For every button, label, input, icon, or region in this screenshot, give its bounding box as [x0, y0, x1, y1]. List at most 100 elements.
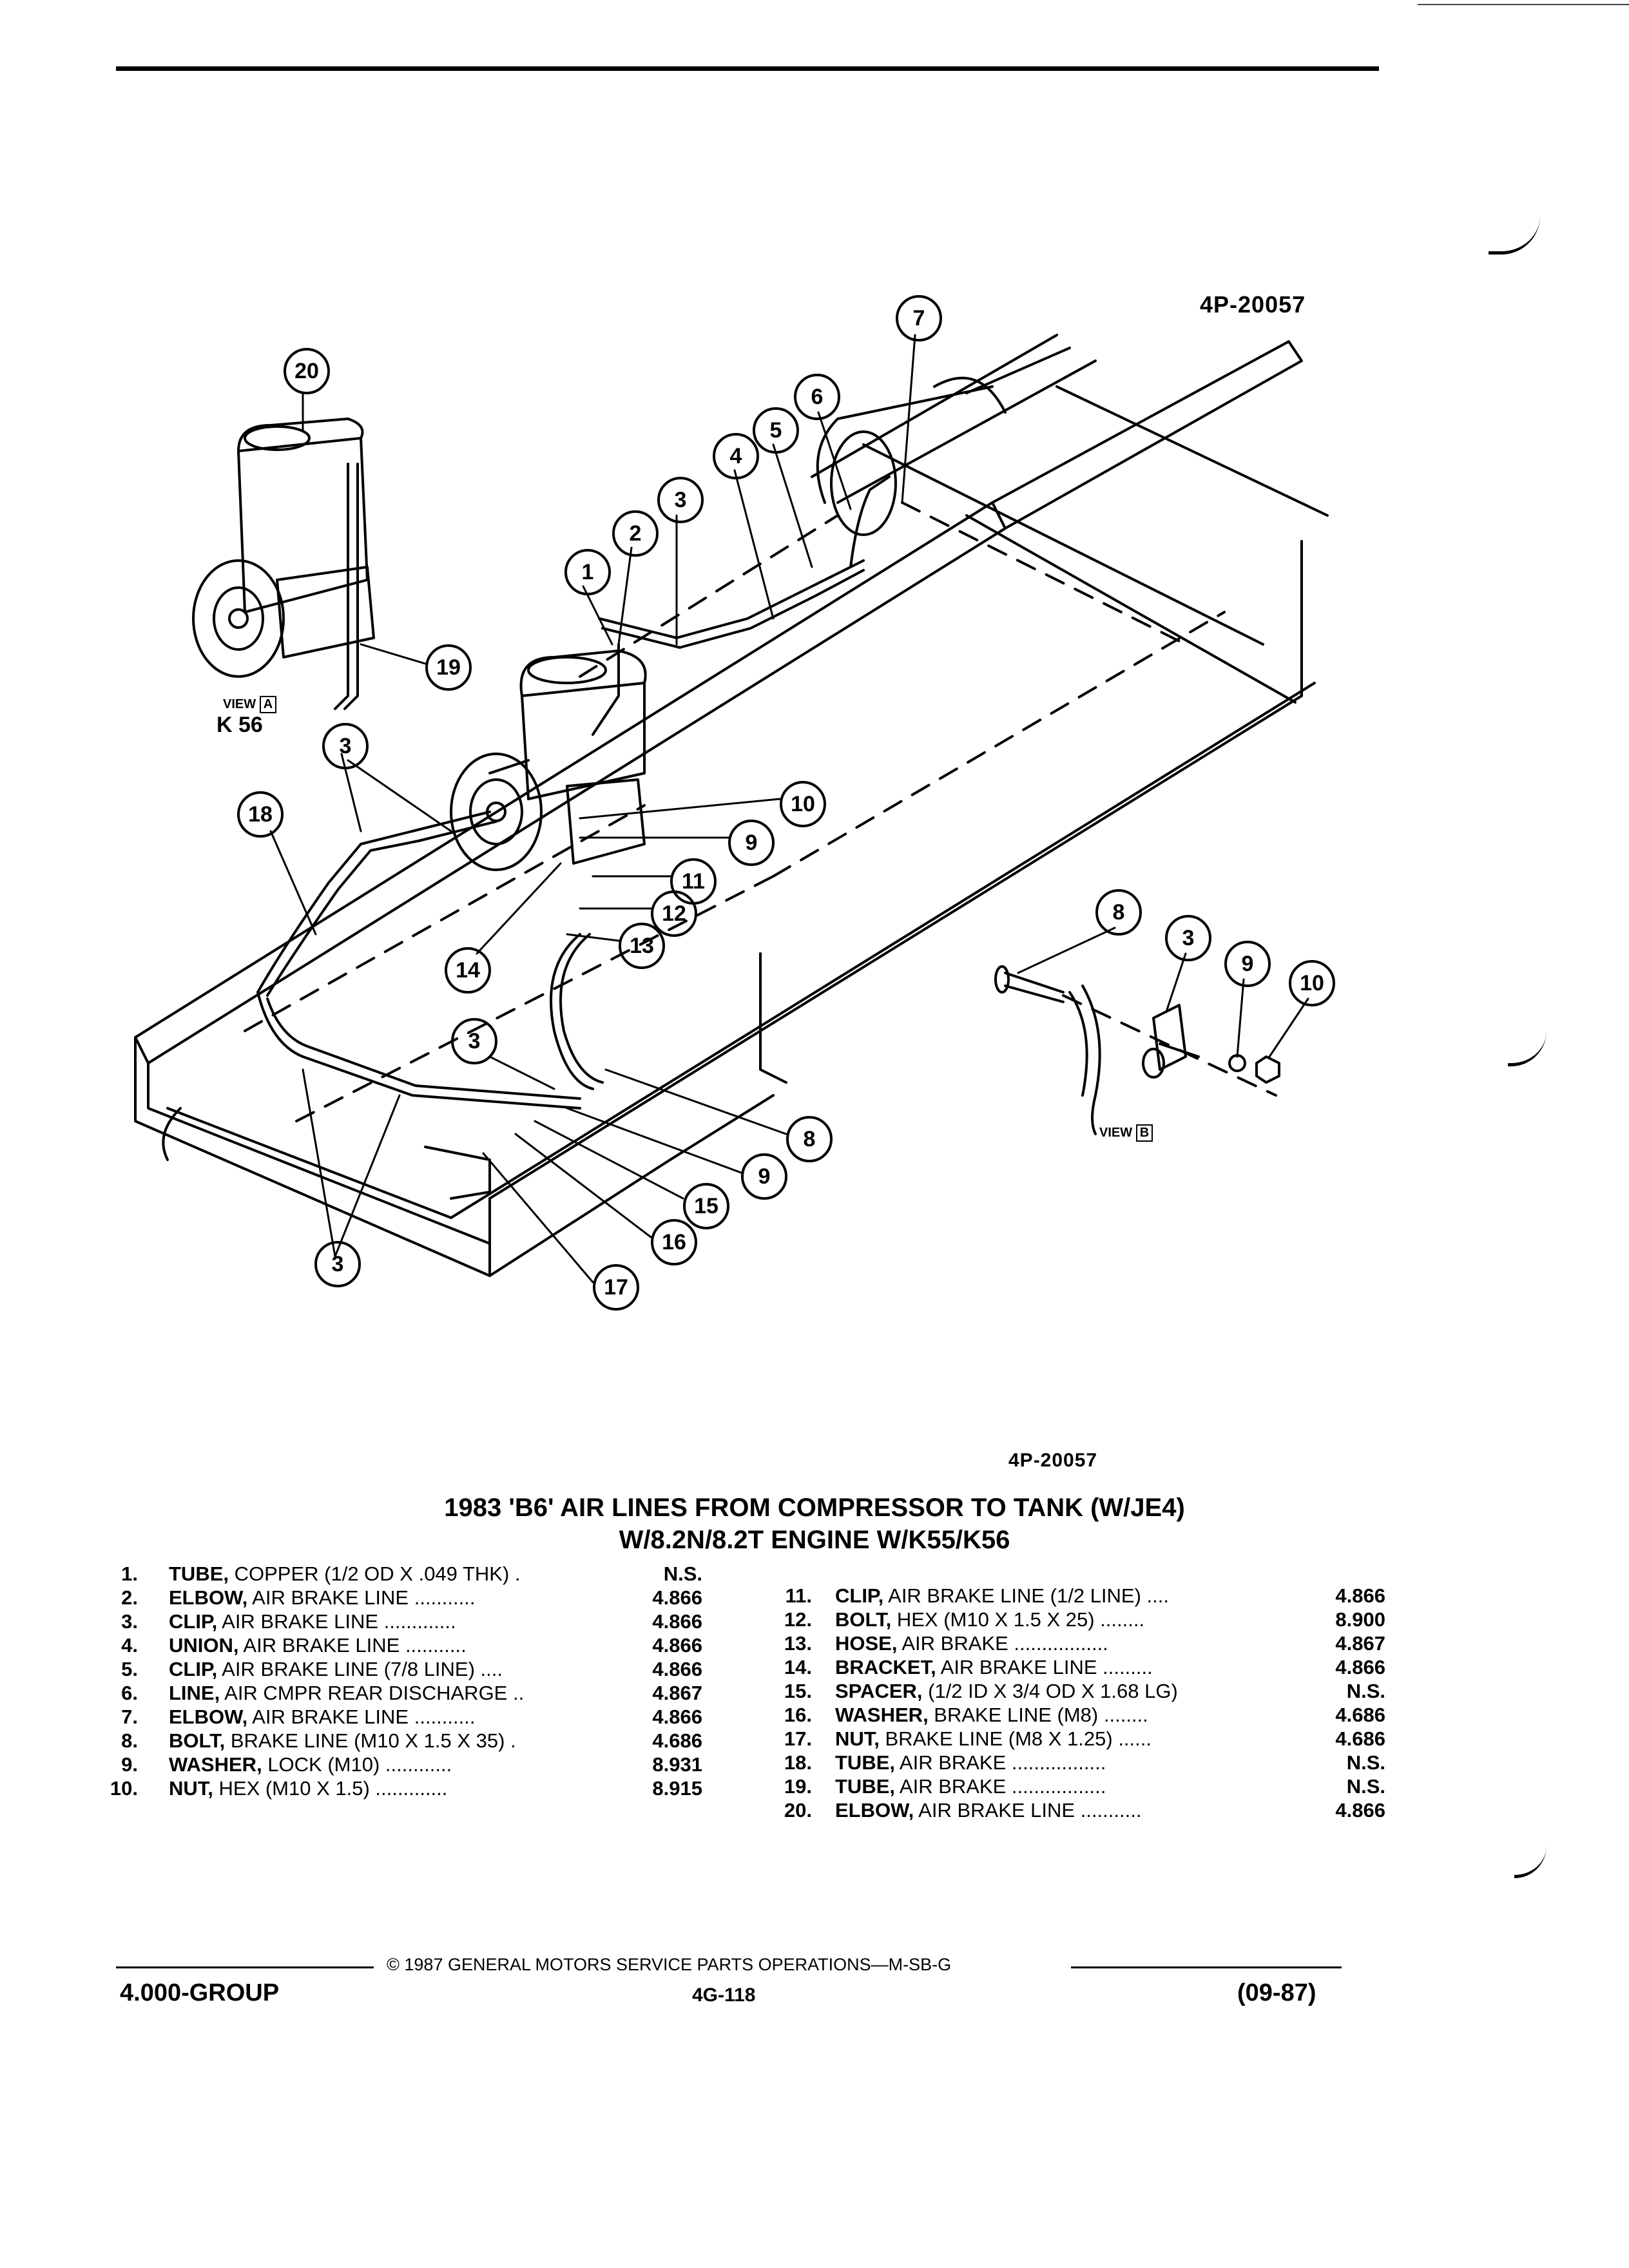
leader-dots: ...........	[409, 1586, 476, 1609]
part-name: BOLT,	[169, 1729, 226, 1752]
part-name: ELBOW,	[169, 1706, 248, 1728]
parts-row: 6.LINE, AIR CMPR REAR DISCHARGE ..4.867	[0, 1681, 722, 1705]
part-name: WASHER,	[169, 1753, 262, 1776]
part-name: TUBE,	[169, 1562, 229, 1585]
part-number: 11.	[785, 1584, 812, 1607]
view-b-label: VIEW B	[1099, 1124, 1153, 1142]
part-desc: AIR BRAKE LINE	[217, 1610, 379, 1633]
catalog-number: 4.866	[1335, 1799, 1385, 1821]
part-name: LINE,	[169, 1682, 220, 1704]
callout-number: 4	[729, 443, 742, 468]
part-description: HOSE, AIR BRAKE .................	[835, 1631, 1108, 1655]
part-description: BOLT, HEX (M10 X 1.5 X 25) ........	[835, 1608, 1144, 1631]
part-description: ELBOW, AIR BRAKE LINE ...........	[169, 1705, 475, 1729]
callout-number: 13	[630, 933, 654, 958]
part-description: NUT, BRAKE LINE (M8 X 1.25) ......	[835, 1727, 1152, 1751]
view-a-text: VIEW	[223, 697, 256, 711]
callout-number: 3	[339, 733, 352, 758]
catalog-number: 8.900	[1335, 1608, 1385, 1631]
part-description: ELBOW, AIR BRAKE LINE ...........	[835, 1798, 1141, 1822]
callout: 12	[651, 890, 697, 937]
catalog-number: N.S.	[1346, 1680, 1385, 1702]
parts-row: 7.ELBOW, AIR BRAKE LINE ...........4.866	[0, 1705, 722, 1729]
callout-number: 8	[803, 1126, 816, 1151]
catalog-number: 4.866	[652, 1634, 702, 1657]
part-desc: AIR BRAKE LINE	[936, 1656, 1097, 1678]
footer-rule-right	[1071, 1966, 1342, 1968]
callout-number: 10	[1300, 970, 1324, 995]
callout-number: 16	[662, 1229, 686, 1254]
leader-dots: ....	[474, 1658, 503, 1680]
callout-number: 3	[1182, 925, 1195, 950]
part-desc: AIR BRAKE LINE (7/8 LINE)	[217, 1658, 475, 1680]
callout: 15	[683, 1183, 729, 1229]
callout: 2	[612, 510, 659, 557]
part-description: LINE, AIR CMPR REAR DISCHARGE ..	[169, 1681, 524, 1705]
callout: 5	[753, 407, 799, 454]
part-desc: AIR BRAKE LINE	[914, 1799, 1075, 1821]
parts-row: 14.BRACKET, AIR BRAKE LINE .........4.86…	[709, 1655, 1418, 1679]
catalog-number: 8.915	[652, 1777, 702, 1800]
parts-row: 15.SPACER, (1/2 ID X 3/4 OD X 1.68 LG)N.…	[709, 1679, 1418, 1703]
footer-date: (09-87)	[1237, 1979, 1316, 2006]
corner-rule	[1418, 4, 1629, 5]
parts-row: 19.TUBE, AIR BRAKE .................N.S.	[709, 1774, 1418, 1798]
parts-row: 5.CLIP, AIR BRAKE LINE (7/8 LINE) ....4.…	[0, 1657, 722, 1681]
part-number: 9.	[121, 1753, 138, 1776]
part-name: TUBE,	[835, 1751, 895, 1774]
callout: 1	[564, 549, 611, 595]
callout: 4	[713, 433, 759, 479]
callout-number: 3	[331, 1251, 344, 1276]
callout: 3	[657, 477, 704, 523]
callout: 19	[425, 644, 472, 691]
leader-dots: .	[509, 1562, 521, 1585]
part-number: 20.	[784, 1799, 812, 1821]
part-name: CLIP,	[835, 1584, 884, 1607]
parts-row: 4.UNION, AIR BRAKE LINE ...........4.866	[0, 1633, 722, 1657]
leader-dots: ........	[1098, 1704, 1148, 1726]
footer-group: 4.000-GROUP	[120, 1979, 280, 2006]
part-description: NUT, HEX (M10 X 1.5) .............	[169, 1776, 447, 1800]
figure-id: 4P-20057	[1200, 291, 1306, 318]
part-name: NUT,	[169, 1777, 213, 1800]
part-desc: AIR BRAKE LINE (1/2 LINE)	[883, 1584, 1141, 1607]
view-a-box: A	[259, 696, 277, 713]
part-description: WASHER, BRAKE LINE (M8) ........	[835, 1703, 1148, 1727]
compressor	[450, 649, 647, 871]
parts-row: 13.HOSE, AIR BRAKE .................4.86…	[709, 1631, 1418, 1655]
callout: 16	[651, 1219, 697, 1265]
leader-dots: .............	[378, 1610, 456, 1633]
part-description: BRACKET, AIR BRAKE LINE .........	[835, 1655, 1153, 1679]
leader-dots: ........	[1094, 1608, 1145, 1631]
catalog-number: N.S.	[1346, 1775, 1385, 1798]
part-desc: AIR BRAKE LINE	[247, 1586, 409, 1609]
parts-list-left: 1.TUBE, COPPER (1/2 OD X .049 THK) .N.S.…	[0, 1562, 722, 1807]
part-desc: LOCK (M10)	[262, 1753, 380, 1776]
part-description: TUBE, COPPER (1/2 OD X .049 THK) .	[169, 1562, 521, 1586]
catalog-number: 4.866	[652, 1586, 702, 1609]
callout-number: 5	[769, 418, 782, 443]
air-lines	[256, 463, 891, 1110]
catalog-number: 4.866	[652, 1610, 702, 1633]
part-name: WASHER,	[835, 1704, 929, 1726]
callout-number: 8	[1112, 899, 1125, 925]
part-number: 5.	[121, 1658, 138, 1680]
callout: 18	[237, 791, 284, 838]
part-desc: AIR BRAKE LINE	[247, 1706, 409, 1728]
callout-number: 7	[912, 305, 925, 331]
part-description: WASHER, LOCK (M10) ............	[169, 1753, 452, 1776]
part-description: TUBE, AIR BRAKE .................	[835, 1751, 1106, 1774]
part-number: 8.	[121, 1729, 138, 1752]
leader-dots: ...........	[400, 1634, 467, 1657]
callout: 6	[794, 374, 840, 420]
part-desc: AIR BRAKE	[895, 1751, 1007, 1774]
part-name: TUBE,	[835, 1775, 895, 1798]
part-description: BOLT, BRAKE LINE (M10 X 1.5 X 35) .	[169, 1729, 516, 1753]
callout-number: 14	[456, 957, 480, 983]
part-name: NUT,	[835, 1727, 880, 1750]
catalog-number: 4.686	[652, 1729, 702, 1752]
leader-dots: ............	[380, 1753, 452, 1776]
part-number: 16.	[784, 1704, 812, 1726]
callout-number: 9	[745, 830, 758, 855]
catalog-number: N.S.	[1346, 1751, 1385, 1774]
